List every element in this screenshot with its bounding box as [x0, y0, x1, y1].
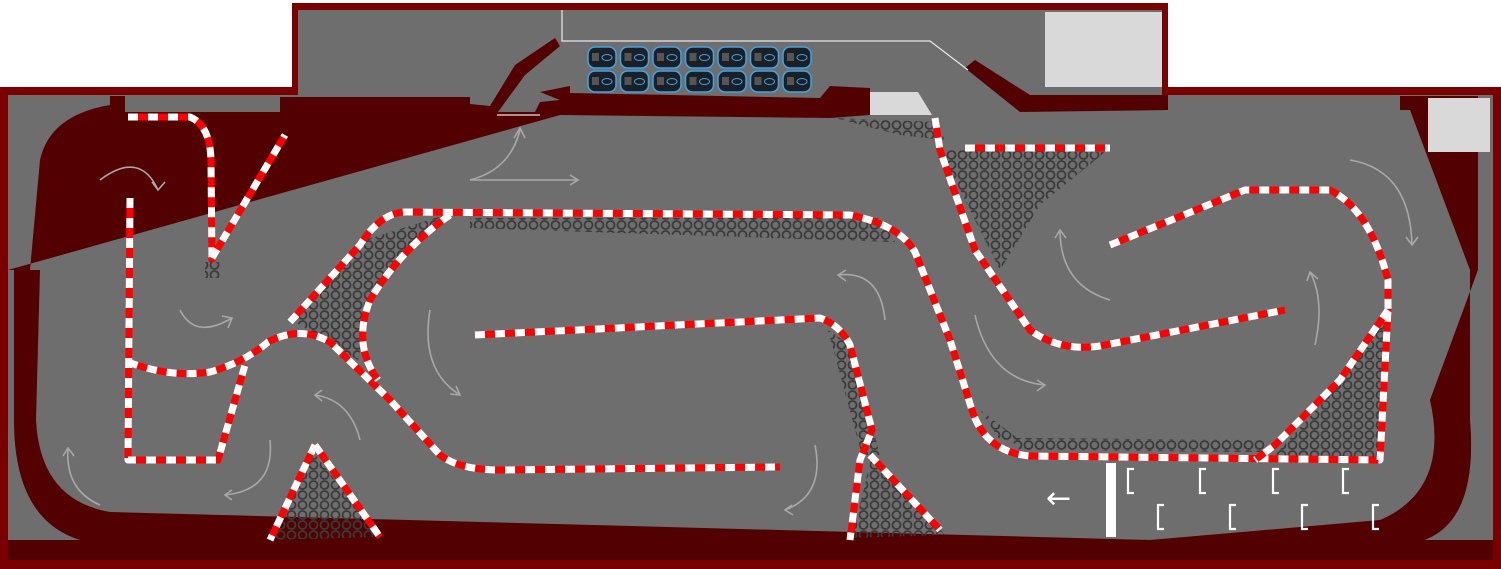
tire-wall	[985, 412, 1265, 452]
kart-icon	[619, 70, 650, 93]
grid-bracket-icon	[1300, 503, 1308, 531]
grid-bracket-icon	[1126, 467, 1134, 495]
barrier-outer	[8, 38, 870, 270]
kerb	[312, 442, 383, 540]
curved-arrow-icon	[62, 446, 101, 506]
kart-icon	[652, 70, 682, 93]
building-top	[1045, 12, 1162, 87]
curved-arrow-icon	[836, 269, 886, 321]
kart-icon	[587, 70, 617, 93]
kerb	[867, 452, 943, 533]
kart-icon	[749, 70, 780, 93]
kart-icon	[587, 46, 617, 69]
starting-grid	[1126, 467, 1379, 531]
kerb	[359, 212, 453, 383]
grid-bracket-icon	[1156, 503, 1164, 531]
grid-bracket-icon	[1341, 467, 1349, 495]
kart-icon	[782, 46, 812, 69]
kerb	[208, 133, 289, 260]
kerb	[128, 113, 216, 263]
kart-icon	[717, 46, 747, 69]
kerb	[1252, 308, 1391, 463]
curved-arrow-icon	[223, 439, 272, 501]
grid-bracket-icon	[1271, 467, 1279, 495]
grid-bracket-icon	[1371, 503, 1379, 531]
start-finish-line	[1106, 463, 1116, 537]
kerb	[1108, 186, 1392, 310]
tire-wall	[835, 118, 945, 140]
kart-icon	[619, 46, 650, 69]
kart-icon	[717, 70, 747, 93]
barrier-top-right	[965, 60, 1168, 112]
kerb	[266, 443, 319, 542]
arrow-left-icon: ←	[1046, 481, 1072, 516]
building-pit	[870, 92, 932, 115]
tire-wall	[852, 455, 945, 538]
grid-bracket-icon	[1228, 503, 1236, 531]
pit-lane-line	[561, 10, 969, 71]
curved-arrow-icon	[469, 126, 526, 181]
kart-icon	[684, 46, 715, 69]
kart-icon	[749, 46, 780, 69]
tire-wall	[1275, 310, 1385, 458]
kart-icon	[684, 70, 715, 93]
curved-arrow-icon	[313, 389, 361, 441]
kart-icon	[652, 46, 682, 69]
tire-wall	[205, 262, 220, 278]
kerb	[287, 208, 1392, 464]
curved-arrow-icon	[783, 444, 818, 516]
curved-arrow-icon	[470, 174, 580, 186]
direction-arrows	[62, 126, 1419, 516]
building-right	[1428, 98, 1490, 152]
curved-arrow-icon	[974, 314, 1047, 392]
curved-arrow-icon	[1349, 159, 1419, 247]
parked-karts	[587, 46, 812, 93]
tire-wall	[268, 450, 378, 540]
curved-arrow-icon	[1054, 228, 1111, 301]
curved-arrow-icon	[179, 309, 234, 329]
curved-arrow-icon	[1306, 270, 1320, 346]
curved-arrow-icon	[99, 166, 166, 192]
curved-arrow-icon	[427, 309, 462, 396]
kart-icon	[782, 70, 812, 93]
grid-bracket-icon	[1198, 467, 1206, 495]
tire-wall	[940, 150, 1105, 270]
tire-wall	[470, 218, 895, 242]
kerb	[124, 197, 249, 464]
kerb	[474, 314, 876, 541]
kerb	[126, 330, 781, 474]
kerbs	[124, 113, 1392, 542]
barrier-bottom	[8, 540, 1493, 560]
kerb	[931, 117, 1286, 351]
